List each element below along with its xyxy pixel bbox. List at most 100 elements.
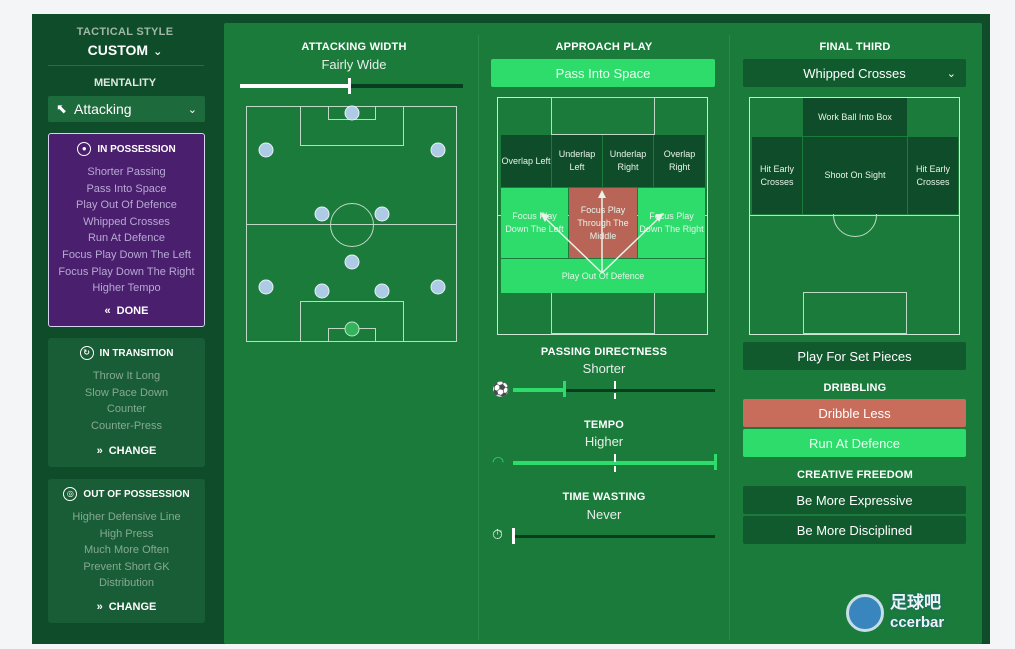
tempo-handle[interactable] xyxy=(714,454,717,470)
be-more-disciplined-button[interactable]: Be More Disciplined xyxy=(743,516,966,544)
zone-work-ball-into-box[interactable]: Work Ball Into Box xyxy=(803,98,907,136)
more-disciplined-label: Be More Disciplined xyxy=(796,522,913,538)
approach-play-title: APPROACH PLAY xyxy=(555,41,653,53)
zone-focus-left[interactable]: Focus Play Down The Left xyxy=(501,188,568,258)
mentality-label: MENTALITY xyxy=(93,77,157,89)
done-button[interactable]: « DONE xyxy=(49,305,204,317)
double-chevron-left-icon: « xyxy=(104,305,111,317)
divider xyxy=(48,65,204,66)
time-wasting-slider[interactable] xyxy=(513,535,715,538)
zone-overlap-left[interactable]: Overlap Left xyxy=(501,135,551,187)
double-chevron-right-icon: » xyxy=(96,601,103,613)
be-more-expressive-button[interactable]: Be More Expressive xyxy=(743,486,966,514)
zone-underlap-right[interactable]: Underlap Right xyxy=(603,135,653,187)
phase-instruction: Slow Pace Down xyxy=(84,386,169,399)
tactical-style-value: CUSTOM xyxy=(87,42,149,58)
phase-instruction: High Press xyxy=(99,527,154,540)
tactical-style-dropdown[interactable]: CUSTOM⌄ xyxy=(32,42,218,58)
phase-instruction: Counter xyxy=(106,403,147,416)
watermark-en: ccerbar xyxy=(890,614,945,631)
player-marker[interactable] xyxy=(258,279,274,295)
creative-freedom-title: CREATIVE FREEDOM xyxy=(796,469,914,481)
player-marker[interactable] xyxy=(258,142,274,158)
phase-instruction: Run At Defence xyxy=(87,232,166,245)
passing-directness-slider[interactable] xyxy=(513,389,715,392)
center-circle xyxy=(330,203,374,247)
player-marker[interactable] xyxy=(344,105,360,121)
formation-pitch xyxy=(246,105,457,342)
time-wasting-handle[interactable] xyxy=(512,528,515,544)
ball-icon: ● xyxy=(77,142,92,156)
zone-underlap-left[interactable]: Underlap Left xyxy=(552,135,602,187)
phase-instruction: Pass Into Space xyxy=(86,182,167,195)
dribble-less-button[interactable]: Dribble Less xyxy=(743,399,966,427)
phase-instruction: Distribution xyxy=(98,577,155,590)
final-third-pitch: Work Ball Into Box Hit Early Crosses Sho… xyxy=(749,97,960,335)
zone-focus-right[interactable]: Focus Play Down The Right xyxy=(638,188,705,258)
phase-instruction: Much More Often xyxy=(84,544,169,557)
phase-instruction: Counter-Press xyxy=(91,419,162,432)
player-marker[interactable] xyxy=(374,206,390,222)
chevron-down-icon: ⌄ xyxy=(946,67,956,80)
done-label: DONE xyxy=(116,305,149,317)
watermark-text: 足球吧 ccerbar xyxy=(890,593,944,633)
zone-hit-early-crosses-right[interactable]: Hit Early Crosses xyxy=(908,137,958,214)
out-of-possession-panel[interactable]: ◎ OUT OF POSSESSION Higher Defensive Lin… xyxy=(48,479,205,623)
watermark: 足球吧 ccerbar xyxy=(840,585,985,641)
goalkeeper-marker[interactable] xyxy=(344,321,360,337)
attacking-width-title: ATTACKING WIDTH xyxy=(301,41,407,53)
tactics-main-panel: ATTACKING WIDTH Fairly Wide APPROACH PLA… xyxy=(224,23,982,644)
passing-directness-value: Shorter xyxy=(582,361,626,376)
tempo-title: TEMPO xyxy=(583,419,625,431)
player-marker[interactable] xyxy=(430,142,446,158)
approach-play-selected-label: Pass Into Space xyxy=(555,65,651,81)
player-marker[interactable] xyxy=(344,254,360,270)
run-at-defence-label: Run At Defence xyxy=(808,435,901,451)
player-marker[interactable] xyxy=(314,206,330,222)
more-expressive-label: Be More Expressive xyxy=(796,492,913,508)
change-transition-button[interactable]: » CHANGE xyxy=(48,445,205,457)
play-for-set-pieces-button[interactable]: Play For Set Pieces xyxy=(743,342,966,370)
approach-pitch: Overlap Left Underlap Left Underlap Righ… xyxy=(497,97,708,335)
slider-midpoint-mark xyxy=(614,381,616,389)
watermark-cn: 足球吧 xyxy=(890,593,941,612)
mentality-dropdown[interactable]: ⬉ Attacking ⌄ xyxy=(48,96,205,122)
shield-icon: ◎ xyxy=(63,487,78,501)
zone-overlap-right[interactable]: Overlap Right xyxy=(654,135,705,187)
phase-instruction: Play Out Of Defence xyxy=(76,199,177,212)
zone-hit-early-crosses-left[interactable]: Hit Early Crosses xyxy=(752,137,802,214)
attacking-width-handle[interactable] xyxy=(348,78,352,94)
column-divider xyxy=(478,35,479,640)
speedometer-icon: ◠ xyxy=(492,453,505,469)
tactics-frame: TACTICAL STYLE CUSTOM⌄ MENTALITY ⬉ Attac… xyxy=(32,14,990,644)
passing-directness-handle[interactable] xyxy=(562,381,566,397)
player-marker[interactable] xyxy=(374,283,390,299)
final-third-dropdown[interactable]: Whipped Crosses ⌄ xyxy=(743,59,966,87)
column-divider xyxy=(729,35,730,640)
zone-shoot-on-sight[interactable]: Shoot On Sight xyxy=(803,137,907,214)
slider-midpoint-mark xyxy=(614,454,616,462)
run-at-defence-button[interactable]: Run At Defence xyxy=(743,429,966,457)
chevron-down-icon: ⌄ xyxy=(187,103,197,116)
phase-instruction: Whipped Crosses xyxy=(83,215,170,228)
passing-directness-title: PASSING DIRECTNESS xyxy=(540,346,668,358)
player-marker[interactable] xyxy=(430,279,446,295)
football-icon: ⚽ xyxy=(492,381,510,397)
player-marker[interactable] xyxy=(314,283,330,299)
attacking-arrow-icon: ⬉ xyxy=(56,101,67,116)
change-label: CHANGE xyxy=(108,445,157,457)
out-of-possession-title: OUT OF POSSESSION xyxy=(83,488,190,500)
attacking-width-slider[interactable] xyxy=(240,84,463,88)
attacking-width-value: Fairly Wide xyxy=(321,57,387,72)
double-chevron-right-icon: » xyxy=(96,445,103,457)
zone-focus-middle[interactable]: Focus Play Through The Middle xyxy=(569,188,637,258)
in-transition-header: ↻ IN TRANSITION xyxy=(48,346,205,360)
zone-play-out[interactable]: Play Out Of Defence xyxy=(501,259,705,293)
in-possession-title: IN POSSESSION xyxy=(97,143,176,155)
approach-play-selected[interactable]: Pass Into Space xyxy=(491,59,715,87)
change-oop-button[interactable]: » CHANGE xyxy=(48,601,205,613)
stopwatch-icon: ⏱ xyxy=(492,526,503,542)
